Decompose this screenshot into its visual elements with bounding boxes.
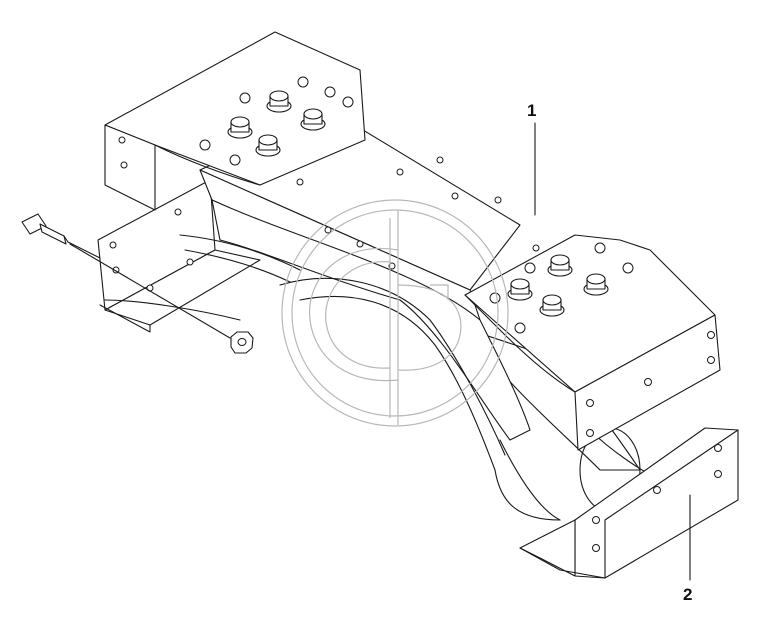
bolt-axis-line	[69, 243, 231, 339]
callout-label-2: 2	[683, 585, 693, 604]
loose-nut	[230, 331, 254, 354]
left-top-plate	[104, 31, 366, 211]
callout-label-1: 1	[527, 101, 537, 120]
watermark-logo	[281, 199, 509, 427]
right-plate-bolts	[507, 254, 609, 317]
loose-bolt	[21, 213, 101, 259]
right-top-plate	[464, 234, 721, 451]
left-plate-bolts	[227, 90, 326, 157]
